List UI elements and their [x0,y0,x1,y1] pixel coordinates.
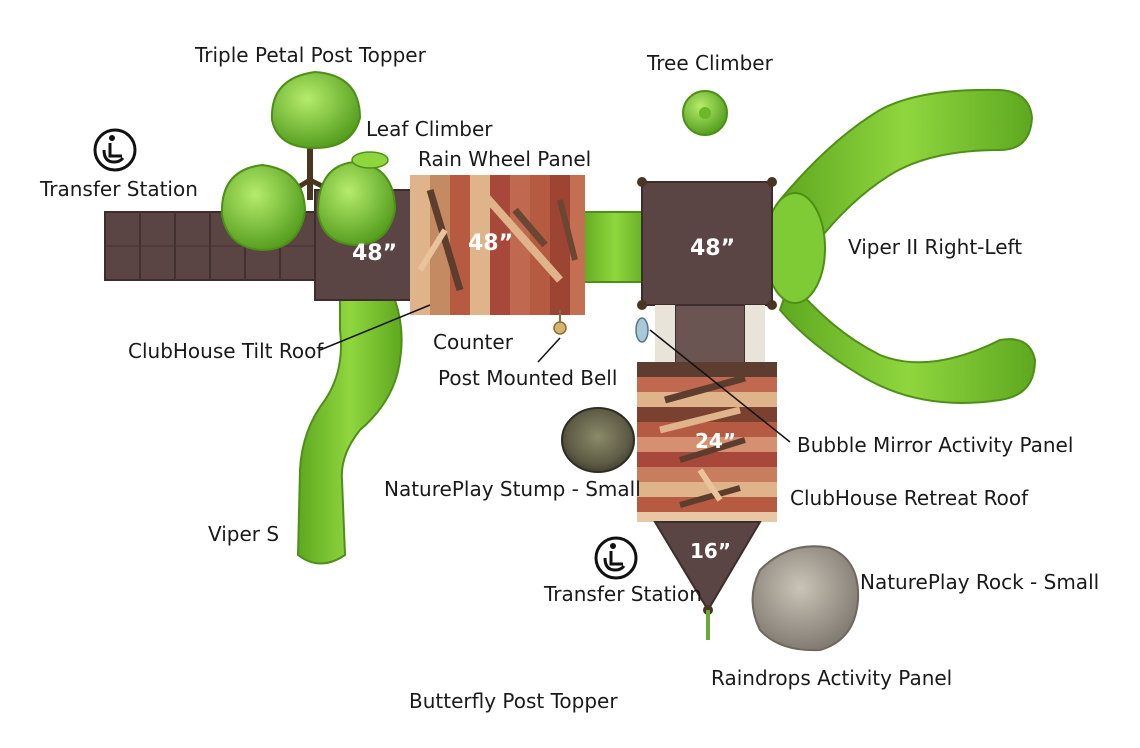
petal-tree-top [270,70,362,150]
viper-ii-upper-slide [778,88,1034,247]
natureplay-rock [751,545,860,652]
viper-ii-hood [764,192,826,304]
bubble-mirror-panel [635,317,649,343]
label-natureplay-stump-small: NaturePlay Stump - Small [384,477,641,501]
label-transfer-station-top: Transfer Station [40,177,198,201]
label-viper-s: Viper S [208,522,280,546]
label-raindrops-activity-panel: Raindrops Activity Panel [711,666,953,690]
label-rain-wheel-panel: Rain Wheel Panel [418,147,592,171]
height-platform-4: 24” [695,429,736,453]
crawl-tube [579,211,651,283]
accessibility-icon-bottom [594,536,638,580]
label-counter: Counter [433,330,513,354]
access-steps [674,304,746,366]
label-butterfly-post-topper: Butterfly Post Topper [409,689,618,713]
height-platform-5: 16” [690,539,731,563]
clubhouse-tilt-roof [410,175,585,315]
leaf-climber [351,151,389,169]
label-tree-climber: Tree Climber [647,51,773,75]
height-platform-2: 48” [468,231,513,256]
natureplay-stump [561,407,635,473]
label-bubble-mirror-activity-panel: Bubble Mirror Activity Panel [797,433,1074,457]
height-platform-1: 48” [352,241,397,266]
viper-s-slide [296,299,403,565]
transfer-station-triangle [653,521,762,612]
viper-ii-lower-slide [778,277,1037,404]
label-transfer-station-bottom: Transfer Station [544,582,702,606]
petal-tree-right [316,160,397,247]
platform-3-deck [641,181,773,306]
clubhouse-retreat-roof [637,362,777,522]
height-platform-3: 48” [690,236,735,261]
label-triple-petal-post-topper: Triple Petal Post Topper [195,43,426,67]
label-natureplay-rock-small: NaturePlay Rock - Small [860,570,1100,594]
label-leaf-climber: Leaf Climber [366,117,493,141]
post-mounted-bell [553,321,567,335]
label-post-mounted-bell: Post Mounted Bell [438,366,618,390]
label-clubhouse-tilt-roof: ClubHouse Tilt Roof [128,339,324,363]
accessibility-icon [93,128,137,172]
label-clubhouse-retreat-roof: ClubHouse Retreat Roof [790,486,1029,510]
label-viper-ii-right-left: Viper II Right-Left [848,235,1023,259]
petal-tree-left [220,163,307,252]
